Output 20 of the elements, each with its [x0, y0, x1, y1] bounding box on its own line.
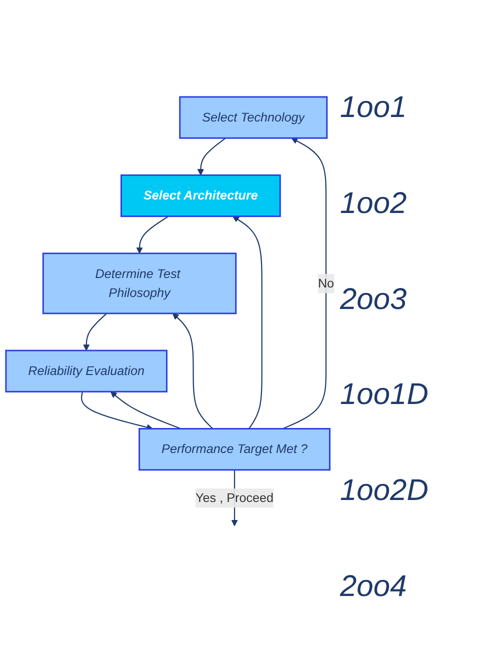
node-box: Determine Test Philosophy	[42, 252, 237, 314]
architecture-label: 1oo2D	[340, 474, 430, 508]
arrow	[136, 216, 169, 254]
arrow	[172, 313, 214, 430]
arrow	[83, 313, 107, 351]
edge-label: No	[318, 276, 334, 290]
architecture-label: 1oo2	[340, 186, 408, 221]
node-box: Reliability Evaluation	[5, 350, 168, 392]
node-box: Performance Target Met ?	[138, 428, 330, 471]
node-box: Select Architecture	[120, 174, 281, 218]
arrow	[197, 138, 226, 176]
edge-label: Yes , Proceed	[196, 490, 274, 505]
architecture-label: 1oo1	[340, 90, 408, 125]
arrow	[282, 138, 327, 430]
architecture-label: 1oo1D	[340, 378, 430, 412]
arrow	[110, 391, 182, 430]
arrow	[232, 216, 262, 430]
architecture-label: 2oo3	[340, 282, 408, 317]
architecture-label: 2oo4	[340, 570, 408, 604]
arrow	[80, 392, 153, 430]
